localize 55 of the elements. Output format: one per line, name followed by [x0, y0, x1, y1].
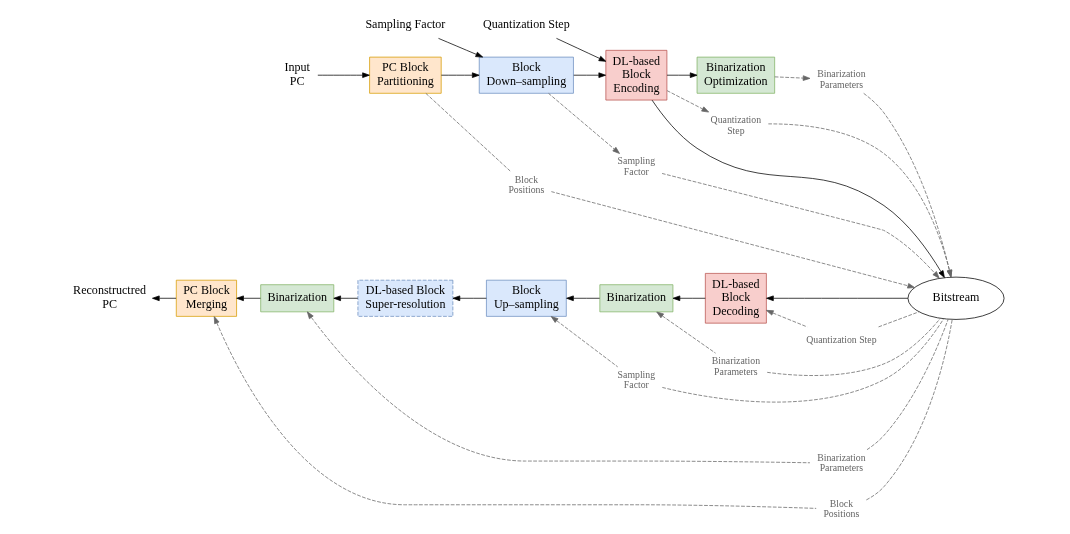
node-text: Sampling Factor: [617, 155, 655, 177]
node-text: Binarization Parameters: [816, 68, 866, 90]
arrow: [213, 316, 817, 509]
node-box: DL-based Block Super-resolution: [357, 279, 453, 317]
connector: [877, 311, 919, 328]
arrow: [332, 295, 358, 302]
arrow: [862, 92, 952, 278]
node-text: Reconstructred PC: [72, 283, 146, 311]
connector: [866, 319, 948, 451]
arrow: [316, 72, 370, 78]
node-text: Quantization Step: [805, 334, 877, 346]
arrow: [565, 295, 600, 302]
node-box: Block Down–sampling: [478, 56, 574, 94]
arrow: [550, 191, 915, 289]
arrow: [672, 295, 706, 302]
arrow: [452, 295, 487, 302]
node-box: Binarization Optimization: [696, 56, 775, 94]
arrow: [767, 123, 952, 278]
node-text: Sampling Factor: [617, 368, 655, 391]
arrow: [651, 99, 945, 278]
arrow: [666, 72, 697, 78]
node-text: Binarization Parameters: [816, 451, 866, 474]
node-box: PC Block Merging: [175, 279, 237, 317]
arrow: [151, 295, 176, 302]
node-text: Block Positions: [507, 173, 544, 196]
connector: [661, 318, 944, 403]
node-box: Block Up–sampling: [485, 279, 567, 317]
connector: [865, 319, 953, 501]
connector: [766, 318, 941, 376]
arrow: [440, 72, 479, 78]
arrow: [666, 90, 709, 113]
node-box: Binarization: [259, 284, 334, 313]
arrow: [547, 93, 620, 154]
node-text: Binarization Parameters: [711, 355, 760, 377]
node-box: Binarization: [598, 284, 673, 313]
node-box: PC Block Partitioning: [368, 56, 442, 94]
arrow: [765, 295, 908, 302]
arrow: [661, 173, 940, 279]
node-text: Quantization Step: [482, 16, 570, 31]
arrow: [437, 38, 483, 58]
arrow: [572, 72, 606, 78]
arrow: [655, 311, 716, 354]
node-text: Quantization Step: [710, 113, 761, 136]
node-text: Input PC: [284, 60, 310, 88]
node-box: DL-based Block Decoding: [704, 273, 767, 324]
arrow: [765, 310, 808, 328]
node-box: DL-based Block Encoding: [605, 49, 667, 101]
node-text: Block Positions: [822, 497, 859, 520]
arrow: [555, 38, 606, 62]
arrow: [306, 311, 810, 464]
arrow: [550, 316, 618, 368]
connector: [425, 93, 511, 172]
arrow: [235, 295, 261, 302]
node-text: Sampling Factor: [364, 16, 445, 31]
arrow: [773, 75, 810, 81]
